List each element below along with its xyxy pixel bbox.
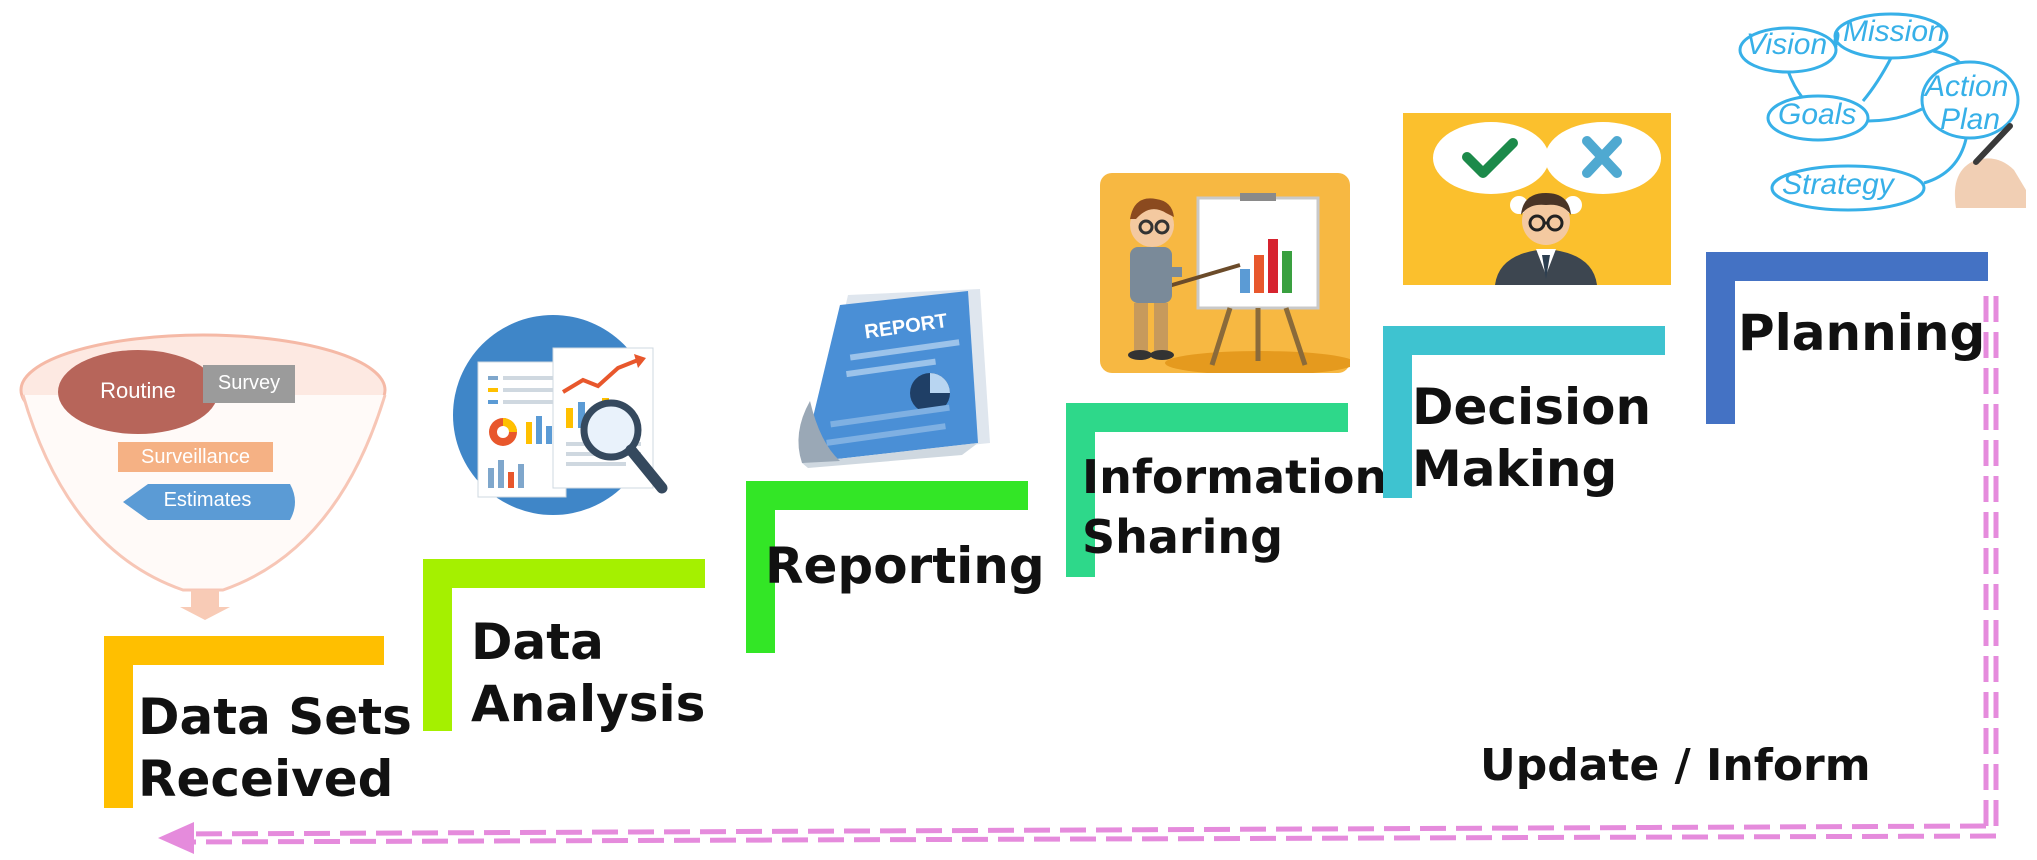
funnel-surveillance-label: Surveillance bbox=[141, 446, 250, 468]
funnel-illustration bbox=[8, 320, 408, 620]
planning-node-mission: Mission bbox=[1843, 15, 1945, 48]
step-label-reporting: Reporting bbox=[765, 537, 1045, 595]
funnel-estimates-label: Estimates bbox=[163, 489, 252, 511]
planning-node-goals: Goals bbox=[1778, 98, 1857, 131]
feedback-label: Update / Inform bbox=[1480, 740, 1871, 791]
routine-blob bbox=[58, 350, 218, 434]
planning-mindmap-illustration bbox=[1728, 3, 2028, 213]
planning-node-strategy: Strategy bbox=[1782, 168, 1894, 201]
planning-node-action: Action bbox=[1925, 70, 2009, 103]
report-illustration: REPORT bbox=[790, 283, 1010, 468]
funnel-survey-label: Survey bbox=[217, 372, 281, 394]
hand-with-pen bbox=[1946, 120, 2026, 208]
funnel-routine-label: Routine bbox=[100, 378, 176, 403]
presenter-illustration bbox=[1100, 173, 1355, 375]
decision-illustration bbox=[1403, 113, 1671, 285]
analysis-illustration bbox=[448, 310, 688, 515]
step-label-planning: Planning bbox=[1738, 304, 1986, 362]
planning-node-vision: Vision bbox=[1746, 28, 1828, 61]
planning-node-plan-label: Plan bbox=[1940, 103, 2001, 136]
